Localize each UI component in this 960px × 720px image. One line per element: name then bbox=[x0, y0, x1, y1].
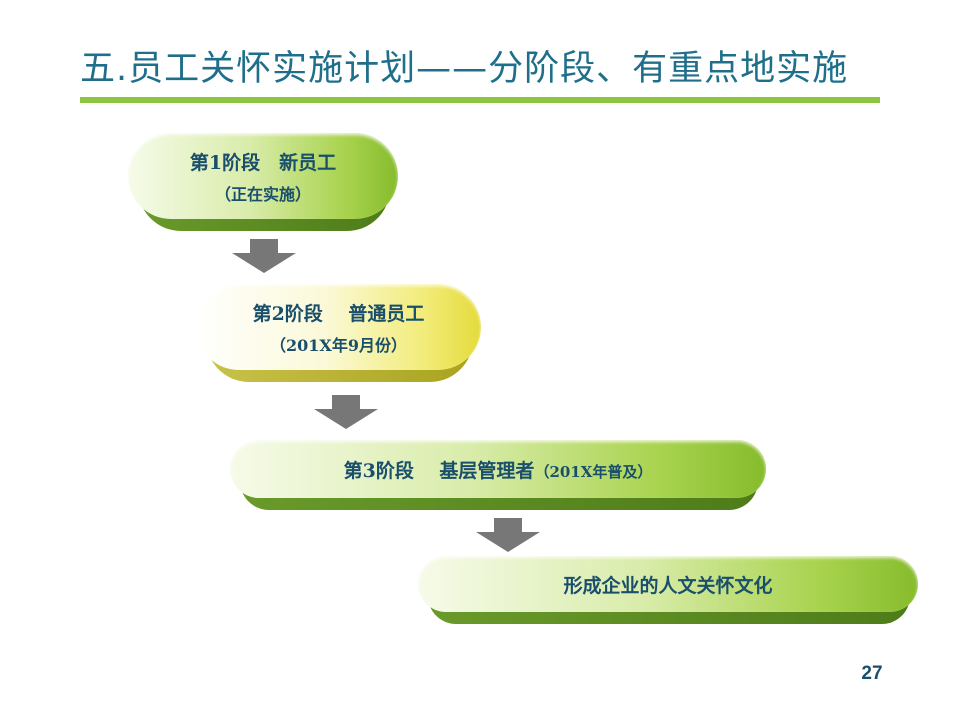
stage-2-box: 第2阶段 普通员工 （201X年9月份） bbox=[196, 284, 481, 382]
stage-1-pill: 第1阶段 新员工 （正在实施） bbox=[128, 133, 398, 219]
stage-1-label: 第1阶段 新员工 bbox=[189, 151, 337, 174]
stage-2-pill: 第2阶段 普通员工 （201X年9月份） bbox=[196, 284, 481, 370]
stage-1-box: 第1阶段 新员工 （正在实施） bbox=[128, 133, 398, 231]
stage-3-label: 第3阶段 基层管理者（201X年普及） bbox=[344, 456, 653, 483]
final-goal-box: 形成企业的人文关怀文化 bbox=[418, 556, 918, 624]
slide-title: 五.员工关怀实施计划——分阶段、有重点地实施 bbox=[80, 49, 849, 89]
stage-3-pill: 第3阶段 基层管理者（201X年普及） bbox=[230, 440, 766, 498]
title-underline bbox=[80, 97, 880, 103]
stage-3-title: 第3阶段 基层管理者 bbox=[343, 459, 535, 482]
stage-2-period: （201X年9月份） bbox=[270, 335, 407, 355]
stage-3-note: （201X年普及） bbox=[534, 462, 653, 481]
down-arrow-icon bbox=[476, 518, 540, 552]
page-number: 27 bbox=[861, 663, 883, 684]
stage-3-box: 第3阶段 基层管理者（201X年普及） bbox=[230, 440, 766, 510]
down-arrow-icon bbox=[314, 395, 378, 429]
final-goal-pill: 形成企业的人文关怀文化 bbox=[418, 556, 918, 612]
stage-2-label: 第2阶段 普通员工 bbox=[252, 302, 425, 325]
stage-1-status: （正在实施） bbox=[214, 184, 311, 204]
down-arrow-icon bbox=[232, 239, 296, 273]
final-goal-label: 形成企业的人文关怀文化 bbox=[563, 574, 773, 597]
